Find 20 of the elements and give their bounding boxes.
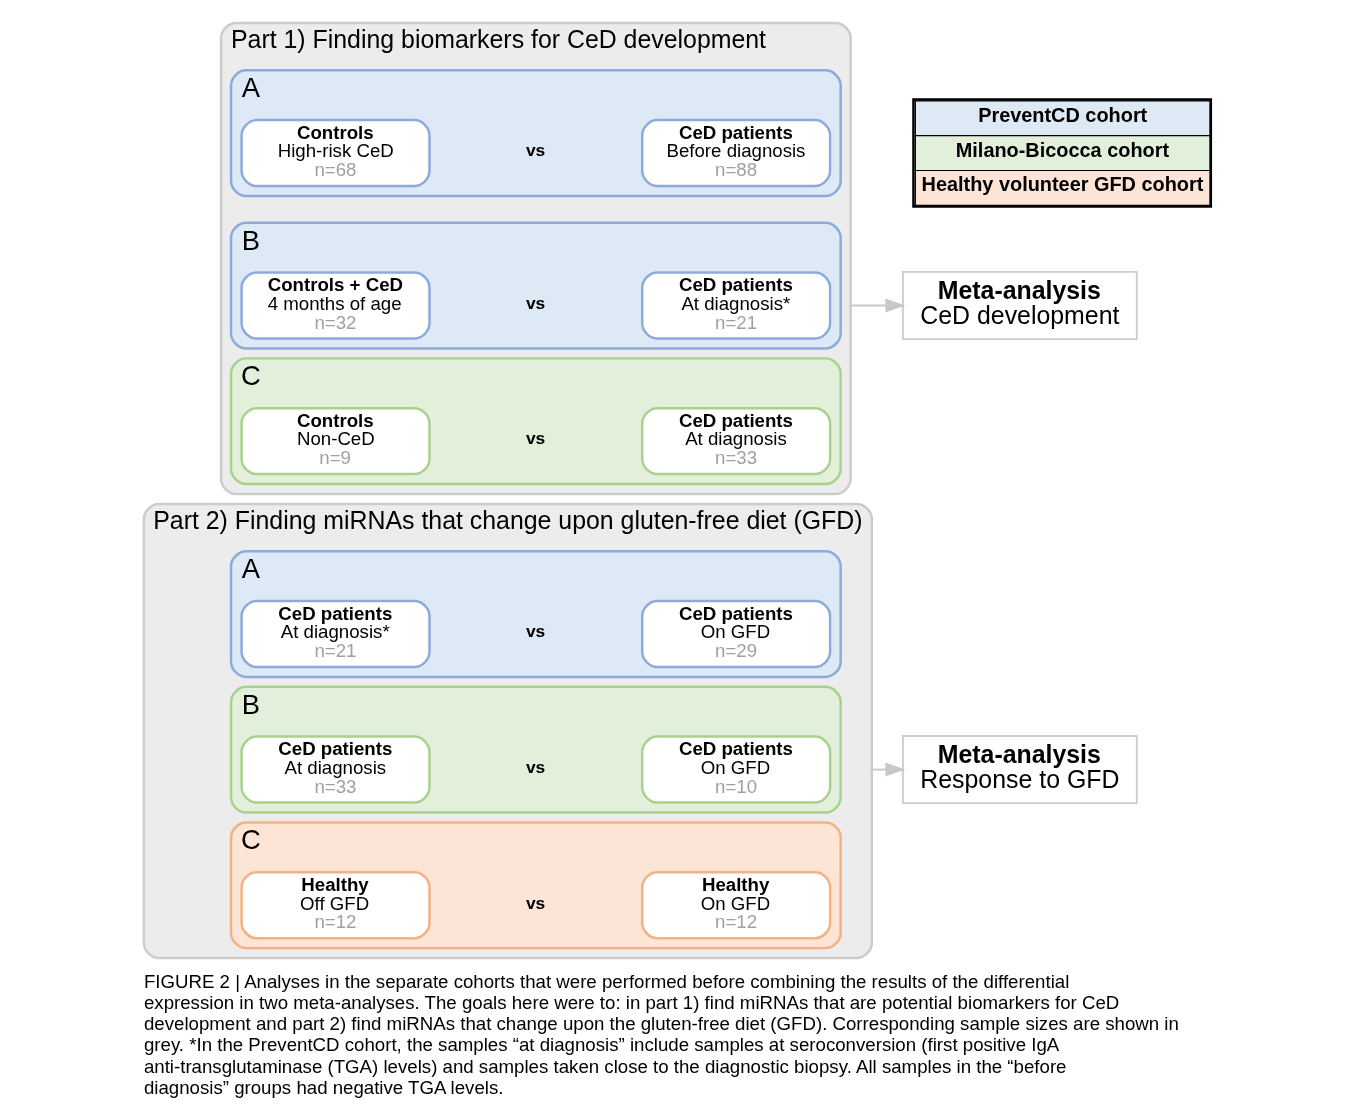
legend-label: PreventCD cohort xyxy=(977,103,1147,126)
node-box: CeD patients On GFD n=10 xyxy=(640,735,831,804)
node-box: CeD patients At diagnosis n=33 xyxy=(640,406,831,476)
node-box: CeD patients At diagnosis* n=21 xyxy=(640,271,831,340)
node-box: Meta-analysis Response to GFD xyxy=(901,735,1138,805)
legend-label: Healthy volunteer GFD cohort xyxy=(921,173,1203,196)
node-box: CeD patients Before diagnosis n=88 xyxy=(640,118,831,188)
node-box: Healthy Off GFD n=12 xyxy=(239,871,431,940)
node-box: Meta-analysis CeD development xyxy=(901,270,1138,341)
legend-label: Milano-Bicocca cohort xyxy=(955,138,1169,161)
caption: FIGURE 2 | Analyses in the separate cohorts that were performed before combining the results of the differential expression in two meta-analyses. The goals here were to: in part 1) find miRNAs that are potential biomarkers for CeD development and part 2) find miRNAs that change upon the gluten-free diet (GFD). Corresponding sample sizes are shown in grey. *In the PreventCD cohort, the samples “at diagnosis” include samples at seroconversion (first positive IgA anti-transglutaminase (TGA) levels) and samples taken close to the diagnostic biopsy. All samples in the “before diagnosis” groups had negative TGA levels. xyxy=(143,970,1179,1098)
node-box: CeD patients On GFD n=29 xyxy=(640,599,831,669)
arrow xyxy=(849,298,905,313)
node-box: Healthy On GFD n=12 xyxy=(640,871,831,940)
arrow xyxy=(870,762,905,777)
node-box: CeD patients At diagnosis n=33 xyxy=(239,735,431,804)
node-box: Controls + CeD 4 months of age n=32 xyxy=(239,271,431,340)
node-box: CeD patients At diagnosis* n=21 xyxy=(239,599,431,669)
node-box: Controls High-risk CeD n=68 xyxy=(239,118,431,188)
node-box: Controls Non-CeD n=9 xyxy=(239,406,431,476)
